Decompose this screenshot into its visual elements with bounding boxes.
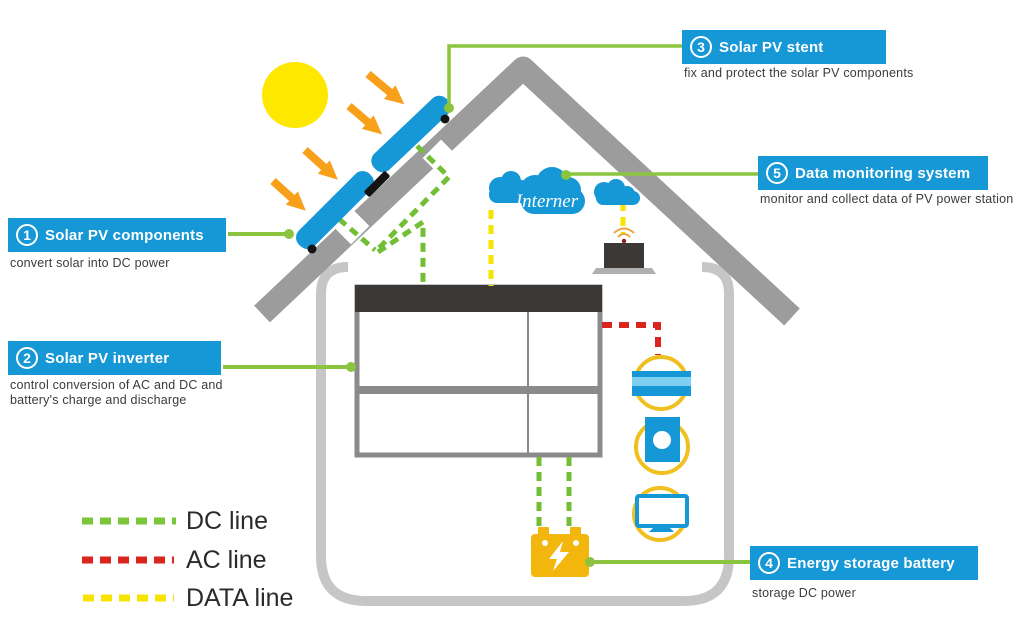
air-conditioner-icon [632, 355, 691, 411]
panel-mount-dot [307, 244, 317, 254]
internet-cloud-icon [489, 167, 640, 214]
label-subtitle: control conversion of AC and DC and [10, 378, 223, 392]
roof-notch [422, 139, 460, 177]
connector-lines [223, 44, 759, 567]
label-title: Solar PV components [45, 226, 204, 244]
legend-swatches [82, 517, 176, 602]
ac-wire [602, 322, 661, 355]
solar-panel-icon [296, 95, 451, 254]
house-outline [316, 262, 734, 606]
panel-mount-dot [440, 114, 450, 124]
legend-dc-label: DC line [186, 507, 268, 535]
legend-data-label: DATA line [186, 584, 294, 612]
label-number-badge: 2 [16, 347, 38, 369]
dc-wire-battery [536, 457, 572, 530]
label-subtitle: convert solar into DC power [10, 256, 170, 270]
label-number-badge: 3 [690, 36, 712, 58]
label-solar-pv-stent: 3 Solar PV stent [682, 30, 886, 64]
label-title: Energy storage battery [787, 554, 955, 572]
label-title: Solar PV inverter [45, 349, 170, 367]
lightning-bolt-icon [549, 541, 569, 571]
label-subtitle: storage DC power [752, 586, 856, 600]
laptop-icon [592, 227, 656, 274]
label-number-badge: 4 [758, 552, 780, 574]
legend-ac-label: AC line [186, 546, 267, 574]
label-number-badge: 5 [766, 162, 788, 184]
panel-mount-mark [364, 171, 390, 197]
label-title: Solar PV stent [719, 38, 824, 56]
label-energy-storage-battery: 4 Energy storage battery [750, 546, 978, 580]
label-title: Data monitoring system [795, 164, 971, 182]
sun-icon [262, 62, 328, 128]
tv-icon [632, 486, 689, 542]
inverter-box [354, 284, 603, 458]
label-solar-pv-inverter: 2 Solar PV inverter [8, 341, 221, 375]
label-number-badge: 1 [16, 224, 38, 246]
label-data-monitoring-system: 5 Data monitoring system [758, 156, 988, 190]
internet-cloud-label: Interner [515, 191, 579, 212]
label-subtitle: battery's charge and discharge [10, 393, 187, 407]
label-subtitle: monitor and collect data of PV power sta… [760, 192, 1014, 206]
label-solar-pv-components: 1 Solar PV components [8, 218, 226, 252]
label-subtitle: fix and protect the solar PV components [684, 66, 914, 80]
washing-machine-icon [634, 417, 690, 475]
battery-icon [531, 527, 589, 577]
sun-ray-arrow-icon [270, 70, 405, 211]
dc-wire [337, 144, 453, 287]
